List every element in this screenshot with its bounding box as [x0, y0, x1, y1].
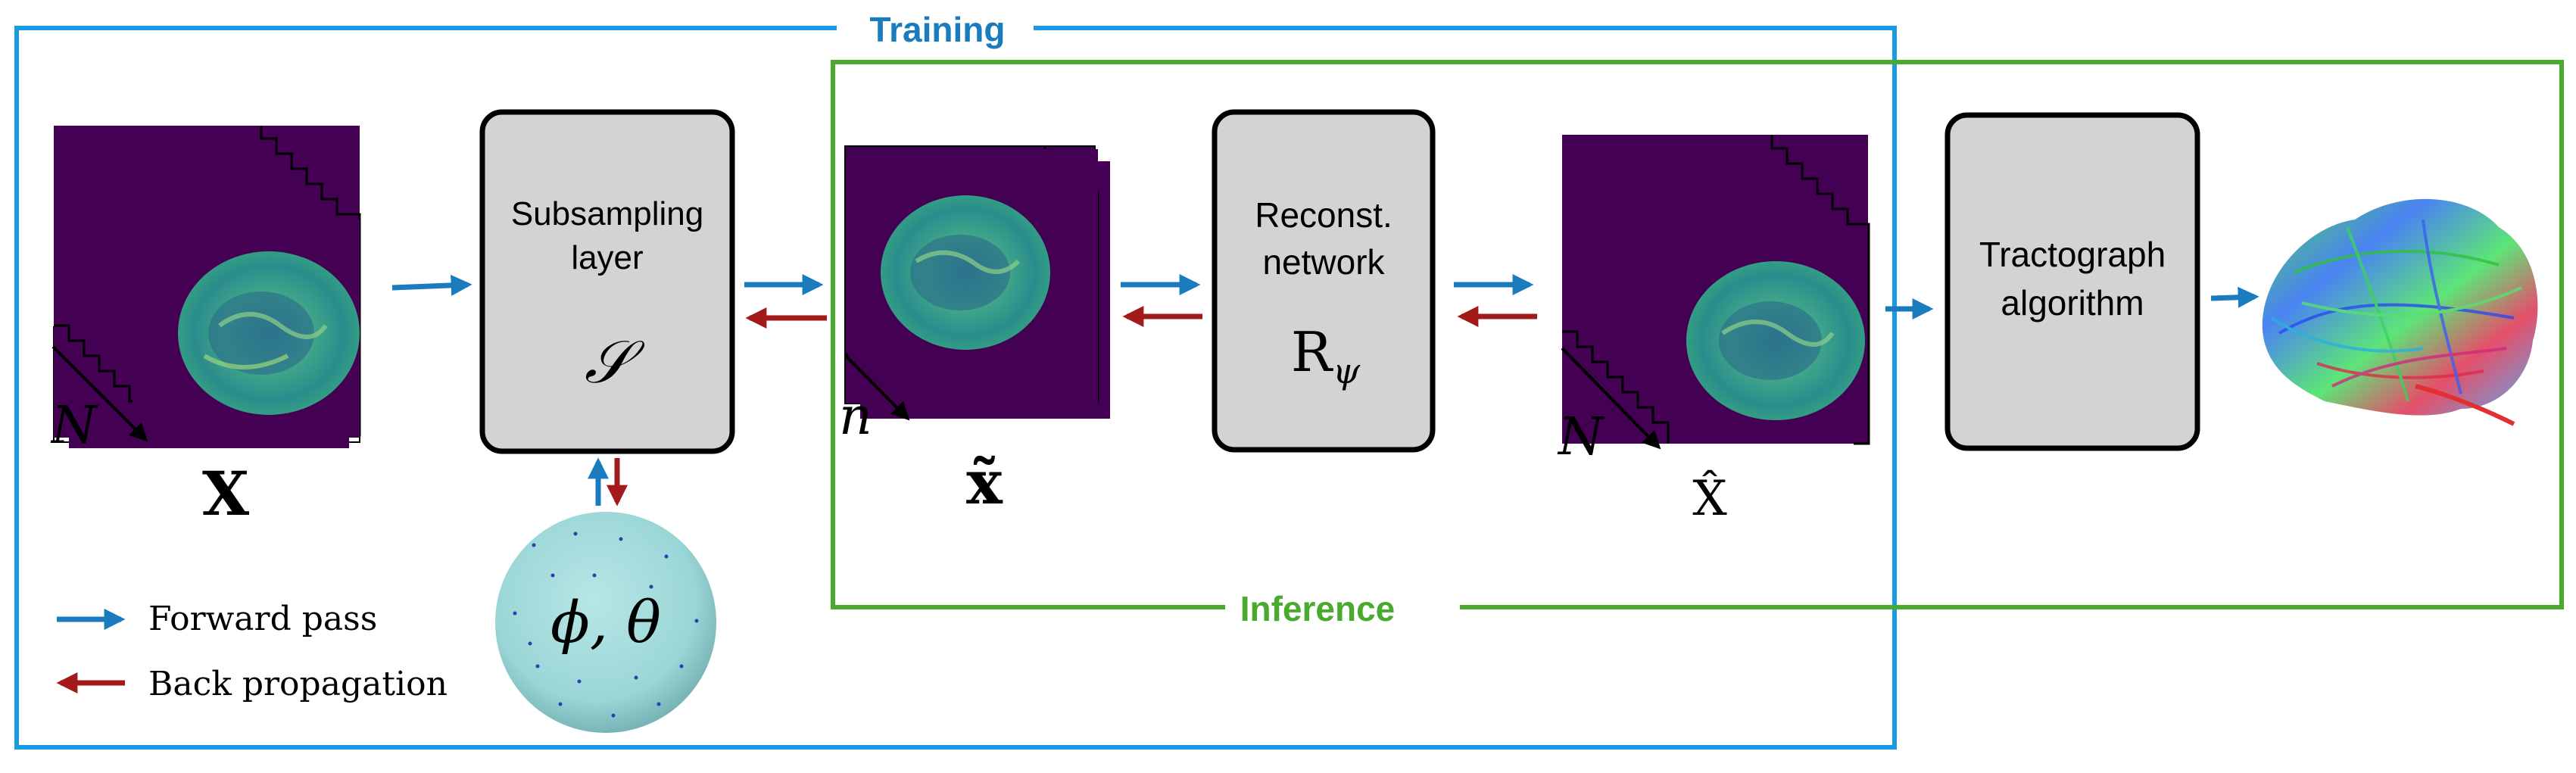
reconstruction-symbol: R: [1291, 320, 1333, 384]
reconstruction-title-line1: Reconst.: [1255, 195, 1392, 235]
tractogram-image: [2262, 198, 2538, 426]
training-label: Training: [870, 10, 1006, 49]
reconstructed-stack-count: N: [1557, 407, 1605, 467]
input-stack-count: N: [50, 396, 98, 456]
tractography-title-line2: algorithm: [2001, 283, 2144, 323]
subsampling-title-line1: Subsampling: [511, 195, 703, 232]
direction-sphere: ϕ, θ: [495, 512, 716, 733]
reconstruction-title-line2: network: [1262, 242, 1385, 282]
subsampling-layer-box: Subsampling layer 𝒮: [479, 109, 735, 454]
input-depth-arrow: [51, 345, 148, 442]
input-slice-stack: [53, 126, 361, 448]
forward-arrow: [2210, 286, 2259, 308]
reconstructed-slice-stack: [1562, 135, 1870, 445]
subsampled-depth-arrow: [844, 354, 910, 421]
training-frame: Training: [14, 10, 1897, 750]
legend-forward-label: Forward pass: [148, 600, 377, 638]
legend-back-label: Back propagation: [148, 665, 448, 703]
legend: Forward pass Back propagation: [56, 600, 448, 703]
reconstructed-depth-arrow: [1561, 347, 1661, 450]
subsampled-stack-count: n: [839, 387, 872, 447]
inference-frame: Inference: [831, 60, 2564, 628]
subsampling-title-line2: layer: [571, 239, 643, 276]
subsampled-stack-label: x̃: [966, 447, 1003, 518]
sphere-params: ϕ, θ: [550, 588, 661, 656]
inference-label: Inference: [1240, 589, 1396, 628]
sampling-points: [513, 531, 699, 718]
forward-arrow: [391, 274, 472, 296]
reconstruction-network-box: Reconst. network R ψ: [1212, 109, 1436, 453]
input-stack-label: X: [202, 458, 249, 529]
reconstructed-stack-label: X̂: [1692, 470, 1727, 527]
tractography-title-line1: Tractograph: [1979, 235, 2166, 274]
tractography-algorithm-box: Tractograph algorithm: [1944, 112, 2200, 451]
reconstruction-symbol-subscript: ψ: [1333, 351, 1361, 391]
subsampled-slice-stack: [844, 145, 1110, 419]
